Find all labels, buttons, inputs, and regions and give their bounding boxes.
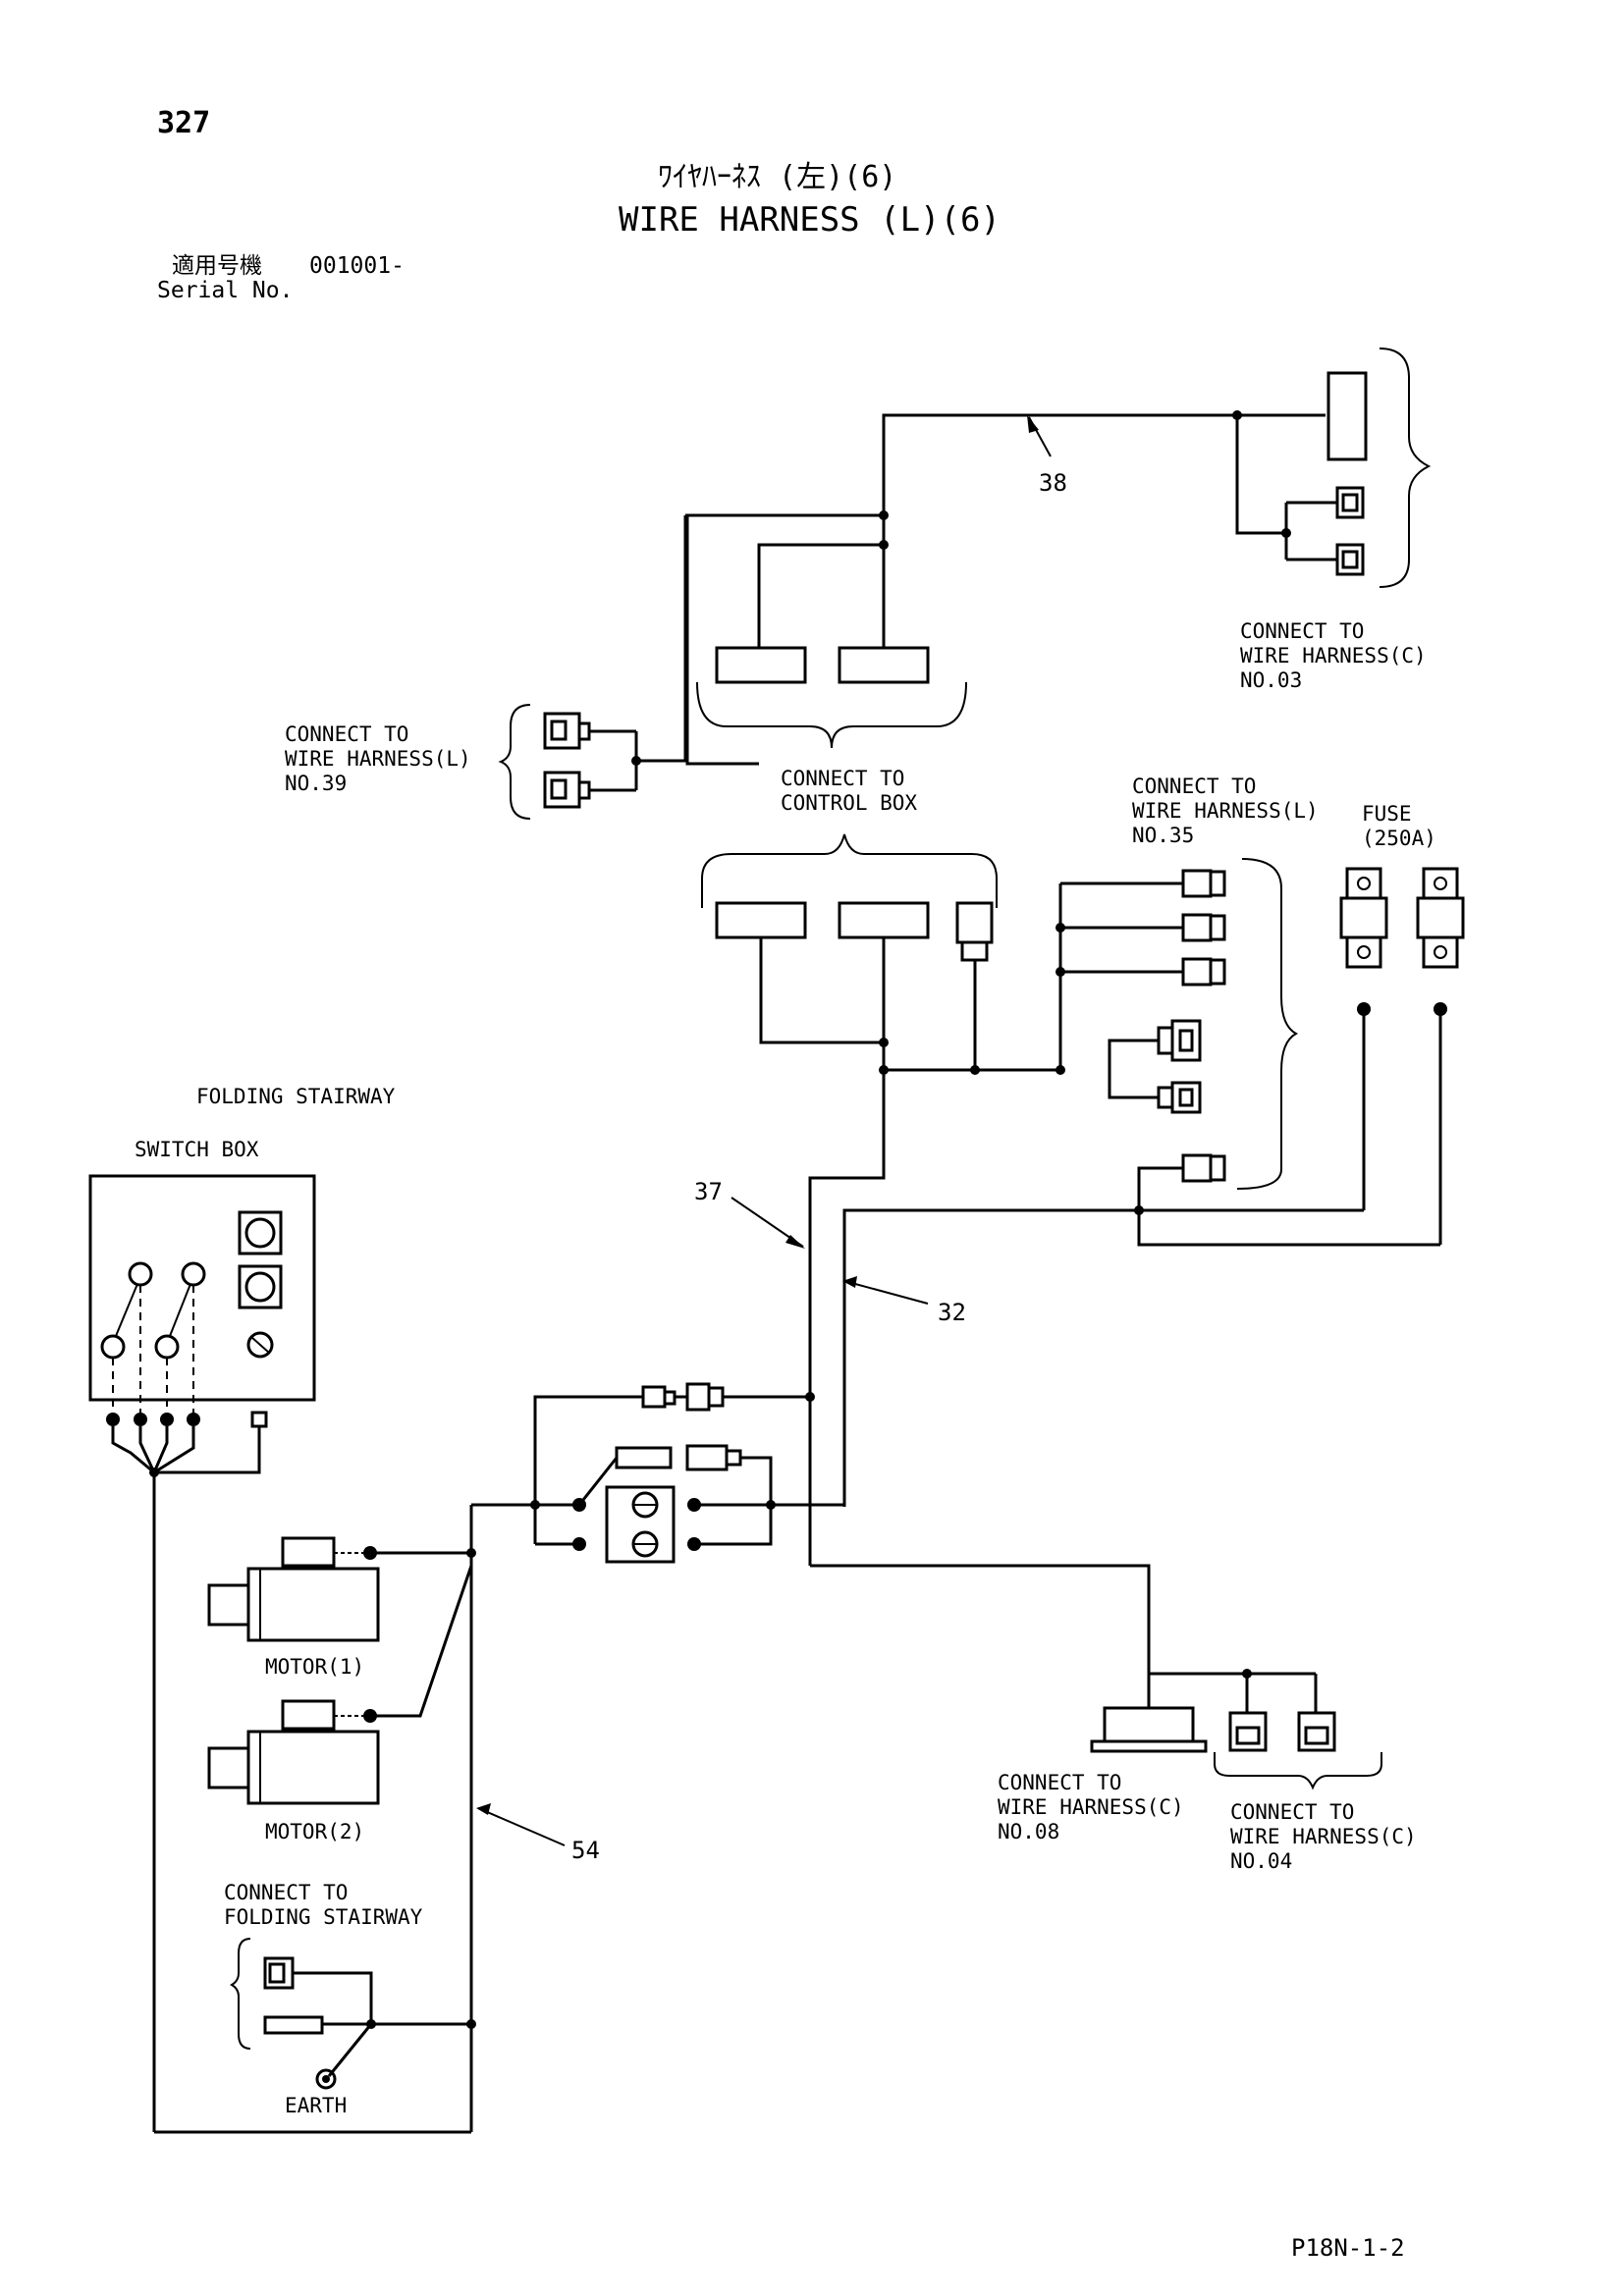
labels: CONNECT TO WIRE HARNESS(C) NO.03 CONNECT… (135, 469, 1436, 2117)
callout-54: 54 (571, 1837, 600, 1864)
serial-label-en: Serial No. (157, 278, 293, 303)
stairway-connector (229, 1938, 476, 2090)
label-switch-box: SWITCH BOX (135, 1138, 259, 1161)
harness-38 (498, 347, 1432, 820)
label-control-box-line1: CONNECT TO (781, 767, 904, 790)
label-no03-line2: WIRE HARNESS(C) (1240, 644, 1427, 667)
label-no39-line2: WIRE HARNESS(L) (285, 747, 471, 771)
control-box-group (701, 833, 1465, 1674)
label-no35-line2: WIRE HARNESS(L) (1132, 799, 1319, 823)
label-no08-line3: NO.08 (998, 1820, 1059, 1843)
label-no03-line1: CONNECT TO (1240, 619, 1364, 643)
footer-code: P18N-1-2 (1291, 2234, 1405, 2262)
switch-box (88, 1174, 471, 2134)
callout-38: 38 (1039, 469, 1067, 497)
label-folding-stairway: FOLDING STAIRWAY (196, 1085, 396, 1108)
page-number: 327 (157, 106, 210, 140)
label-no04-line3: NO.04 (1230, 1849, 1292, 1873)
title-en: WIRE HARNESS (L)(6) (619, 200, 1001, 240)
label-no39-line3: NO.39 (285, 772, 347, 795)
label-stairway-line2: FOLDING STAIRWAY (224, 1905, 423, 1929)
relay-block (363, 1382, 846, 2132)
label-motor-1: MOTOR(1) (265, 1655, 364, 1679)
label-stairway-line1: CONNECT TO (224, 1881, 348, 1904)
label-no04-line2: WIRE HARNESS(C) (1230, 1825, 1417, 1848)
label-control-box-line2: CONTROL BOX (781, 791, 917, 815)
label-no35-line3: NO.35 (1132, 824, 1194, 847)
label-no08-line1: CONNECT TO (998, 1771, 1121, 1794)
label-no03-line3: NO.03 (1240, 668, 1302, 692)
motor-2 (207, 1699, 380, 1805)
label-fuse-line1: FUSE (1362, 802, 1412, 826)
serial-label-jp: 適用号機 (172, 253, 262, 279)
label-fuse-line2: (250A) (1362, 827, 1436, 850)
label-no35-line1: CONNECT TO (1132, 774, 1256, 798)
label-no39-line1: CONNECT TO (285, 722, 408, 746)
callout-32: 32 (938, 1299, 966, 1326)
label-no04-line1: CONNECT TO (1230, 1800, 1354, 1824)
motor-1 (207, 1536, 380, 1642)
label-earth: EARTH (285, 2094, 347, 2117)
bottom-right-group (1090, 1669, 1382, 1790)
label-no08-line2: WIRE HARNESS(C) (998, 1795, 1184, 1819)
label-motor-2: MOTOR(2) (265, 1820, 364, 1843)
serial-value: 001001- (309, 253, 405, 279)
callout-37: 37 (694, 1178, 723, 1205)
title-jp: ﾜｲﾔﾊｰﾈｽ (左)(6) (658, 160, 896, 194)
